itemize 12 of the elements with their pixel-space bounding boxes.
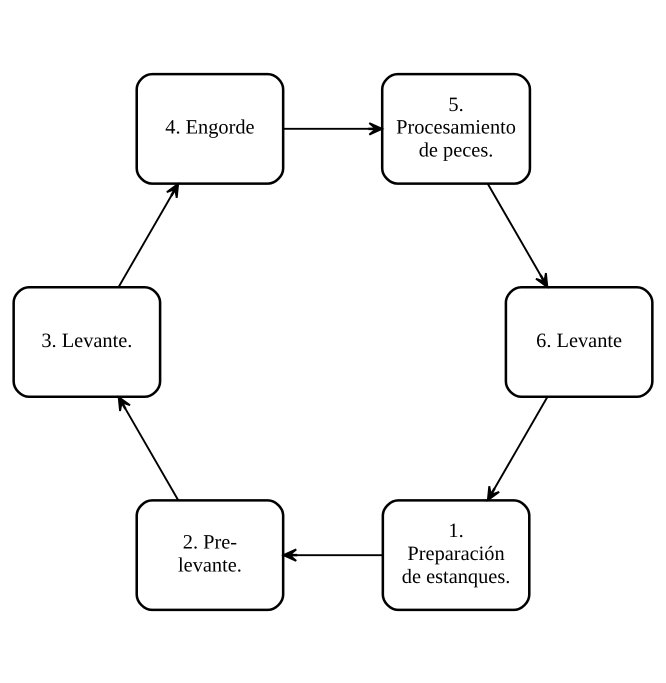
arrow bbox=[486, 396, 548, 501]
node-box: 3. Levante. bbox=[12, 285, 162, 398]
node-box: 1. Preparación de estanques. bbox=[382, 498, 531, 611]
node-box: 6. Levante bbox=[504, 285, 654, 398]
node-box: 4. Engorde bbox=[135, 72, 284, 184]
node-box: 5. Procesamiento de peces. bbox=[380, 72, 532, 184]
arrow bbox=[118, 396, 180, 500]
arrow bbox=[283, 122, 384, 136]
node-box: 2. Pre-levante. bbox=[135, 498, 284, 611]
arrow bbox=[486, 182, 548, 288]
arrow bbox=[118, 182, 180, 288]
arrow bbox=[282, 548, 383, 562]
